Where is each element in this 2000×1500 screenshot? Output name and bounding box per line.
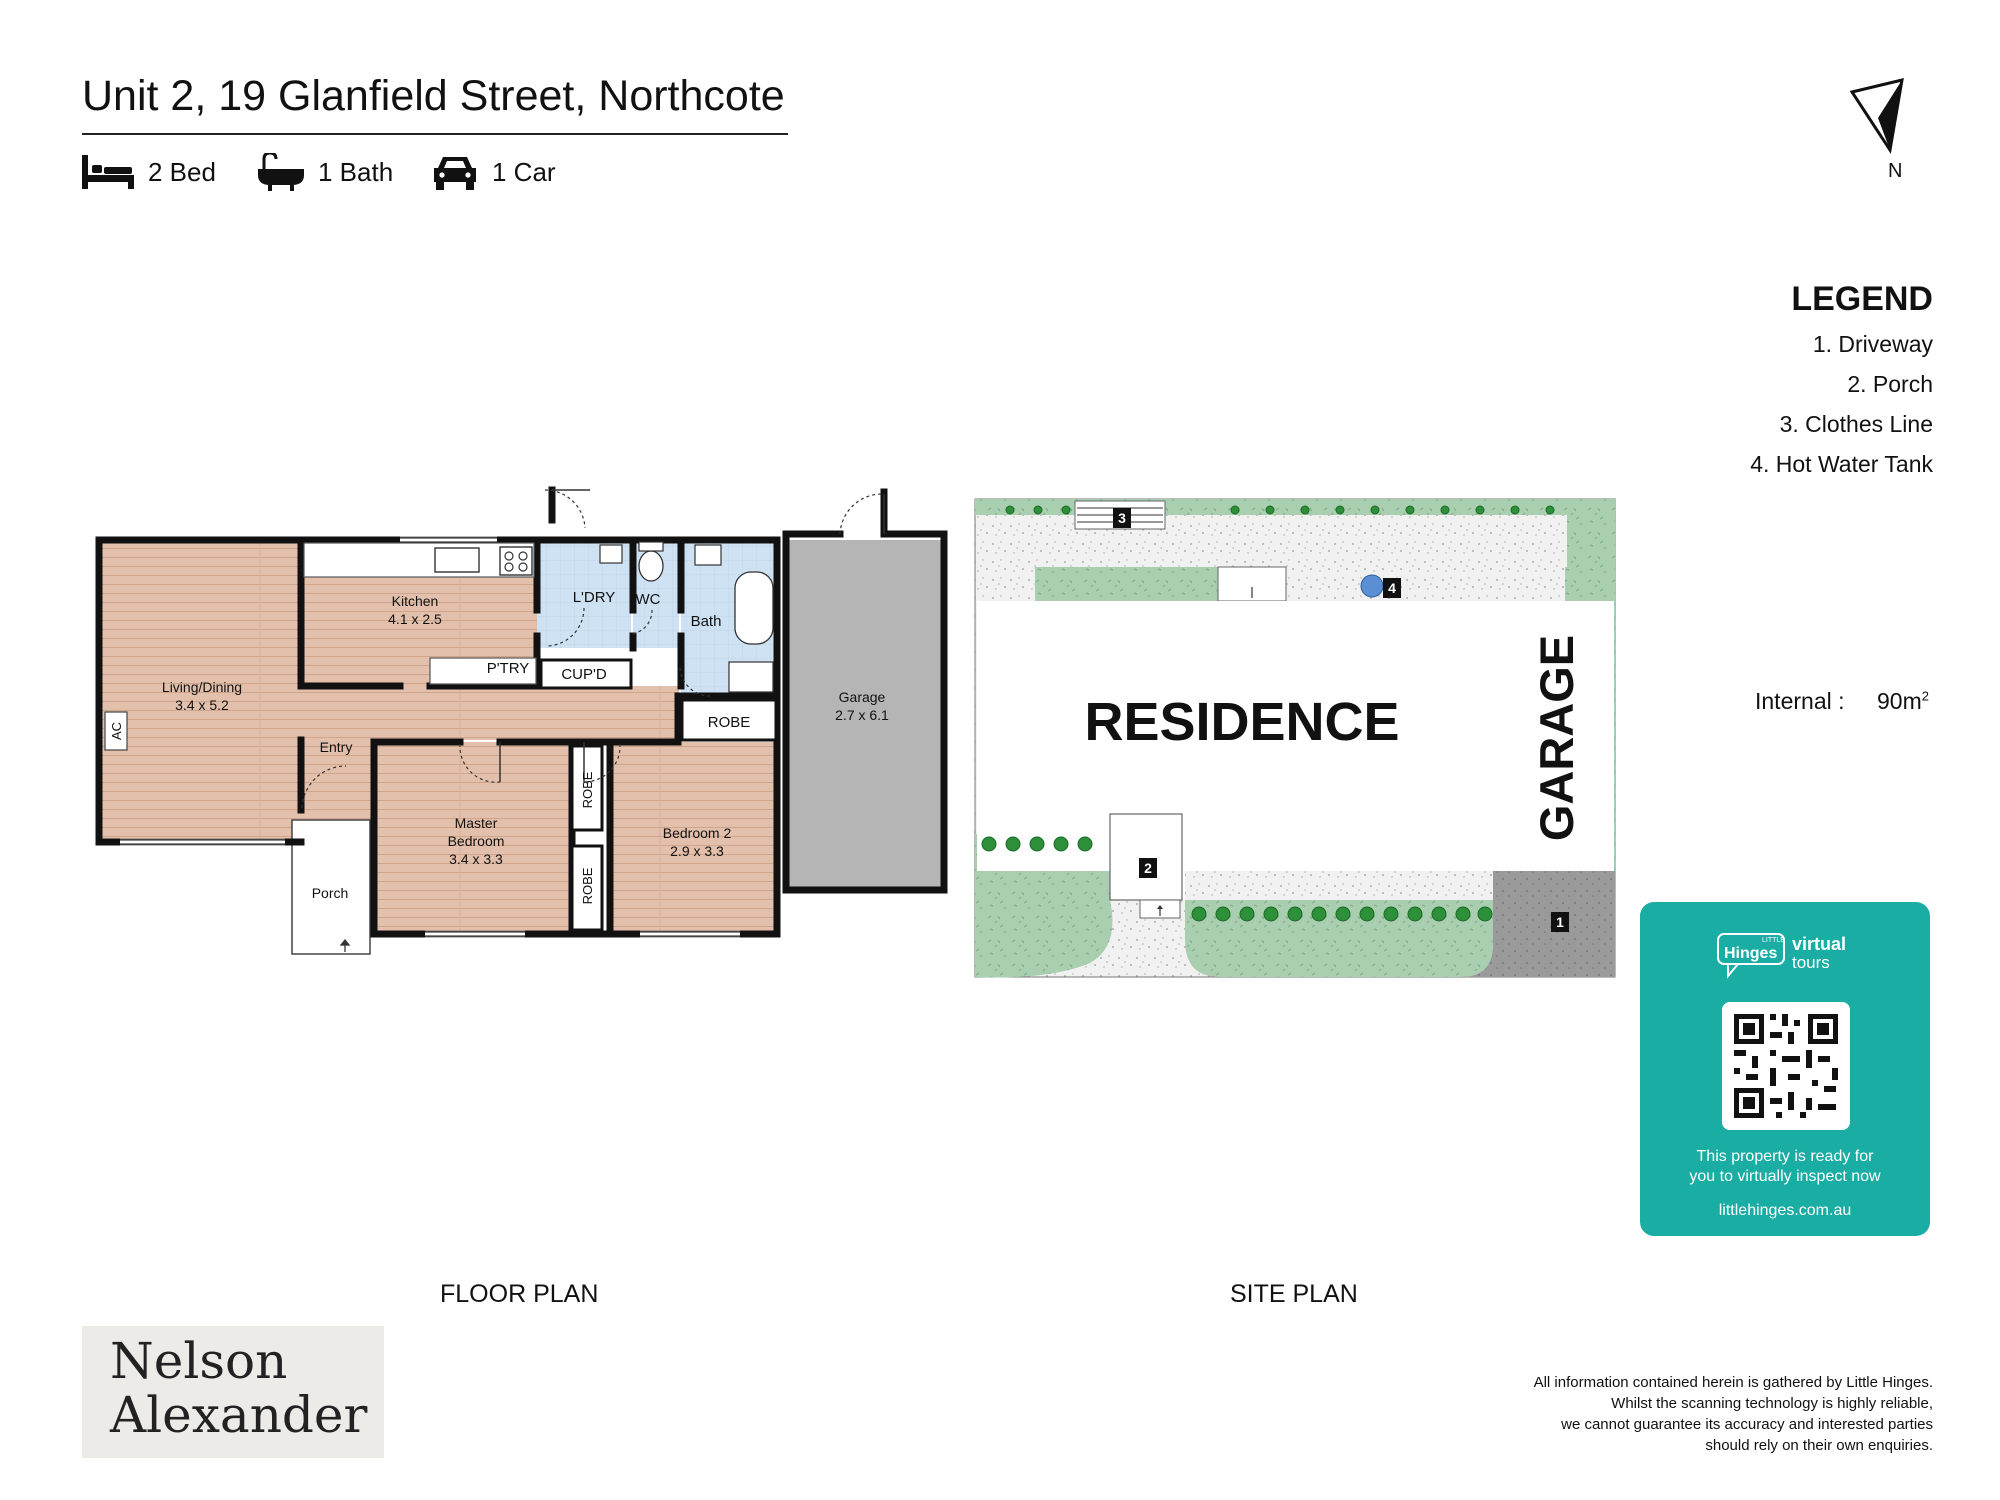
living-size: 3.4 x 5.2 [175, 697, 229, 713]
floor-plan: Kitchen 4.1 x 2.5 Living/Dining 3.4 x 5.… [95, 486, 948, 955]
page-title: Unit 2, 19 Glanfield Street, Northcote [82, 72, 785, 120]
residence-footprint [977, 601, 1491, 871]
virtual-tour-message-line-2: you to virtually inspect now [1689, 1168, 1881, 1185]
site-plan-caption: SITE PLAN [1230, 1280, 1358, 1308]
svg-text:virtual: virtual [1792, 934, 1846, 954]
garage-floor [786, 540, 944, 890]
robe-master-lower [570, 844, 604, 932]
garage-footprint [1491, 601, 1614, 871]
bedroom-2-size: 2.9 x 3.3 [670, 843, 724, 859]
lawn-back [1035, 567, 1218, 601]
bed-icon [82, 155, 134, 189]
bedroom-2-floor [610, 742, 778, 932]
nelson-alexander-logo [82, 1326, 384, 1458]
master-label-1: Master [455, 815, 498, 831]
robe-label-upper: ROBE [580, 771, 595, 808]
internal-area-label: Internal : [1755, 688, 1845, 714]
internal-area-value: 90m2 [1877, 688, 1929, 714]
laundry-label: L'DRY [573, 589, 616, 606]
porch-floor [291, 819, 371, 955]
qr-code[interactable] [1722, 1002, 1850, 1130]
cupboard [539, 658, 633, 690]
residence-label: RESIDENCE [1084, 692, 1399, 752]
car-icon [434, 157, 476, 190]
bed-feature: 2 Bed [82, 152, 216, 192]
nelson-alexander-logo-text: Nelson Alexander [110, 1332, 368, 1444]
bath-feature: 1 Bath [258, 152, 393, 192]
virtual-tour-url[interactable]: littlehinges.com.au [1718, 1202, 1852, 1219]
little-hinges-logo: LITTLE Hinges virtual tours [1717, 933, 1846, 979]
entry-label: Entry [320, 739, 353, 755]
living-label: Living/Dining [162, 679, 242, 695]
hallway-floor [301, 686, 679, 740]
north-label: N [1888, 160, 1903, 182]
pantry-label: P'TRY [487, 660, 530, 677]
disclaimer: All information contained herein is gath… [1533, 1374, 1933, 1454]
porch-footprint [1109, 813, 1183, 901]
virtual-tour-message-line-1: This property is ready for [1696, 1148, 1874, 1165]
robe-label-bedroom-2: ROBE [708, 714, 751, 731]
garage-site-label: GARAGE [1530, 635, 1583, 841]
master-label-2: Bedroom [448, 833, 505, 849]
bedroom-2-label: Bedroom 2 [663, 825, 732, 841]
svg-text:Hinges: Hinges [1724, 945, 1777, 962]
marker-porch: 2 [1144, 860, 1152, 876]
bed-count: 2 Bed [148, 156, 216, 187]
robe-master-upper [570, 744, 604, 832]
robe-bedroom-2 [680, 698, 778, 742]
car-count: 1 Car [492, 156, 556, 187]
north-arrow-icon [1850, 78, 1904, 155]
hot-water-tank [1360, 574, 1384, 598]
master-size: 3.4 x 3.3 [449, 851, 503, 867]
robe-label-lower: ROBE [580, 867, 595, 904]
bath-icon [258, 153, 304, 191]
svg-text:tours: tours [1792, 953, 1830, 972]
pantry-bench [429, 657, 537, 685]
car-feature: 1 Car [432, 152, 556, 192]
ac-unit [104, 711, 128, 751]
kitchen-label: Kitchen [392, 593, 439, 609]
svg-text:LITTLE: LITTLE [1762, 937, 1785, 944]
porch-label: Porch [312, 885, 349, 901]
kitchen-counter [303, 542, 535, 578]
marker-driveway: 1 [1556, 914, 1564, 930]
sink-icon [434, 547, 480, 573]
legend-item-hot-water-tank: 4. Hot Water Tank [1750, 451, 1933, 477]
legend-item-driveway: 1. Driveway [1812, 331, 1933, 357]
wc-label: WC [636, 591, 661, 608]
marker-clothes-line: 3 [1118, 510, 1126, 526]
toilet-icon [638, 550, 664, 582]
ac-label: AC [109, 722, 124, 740]
shower-icon [728, 661, 774, 693]
legend-title: LEGEND [1791, 280, 1933, 318]
bath-count: 1 Bath [318, 156, 394, 187]
marker-hot-water-tank: 4 [1388, 580, 1396, 596]
cooktop-icon [499, 546, 533, 576]
legend-item-porch: 2. Porch [1847, 371, 1933, 397]
basin-icon [694, 544, 722, 566]
legend-item-clothes-line: 3. Clothes Line [1779, 411, 1933, 437]
floor-plan-caption: FLOOR PLAN [440, 1280, 599, 1308]
bath-label: Bath [691, 613, 722, 630]
site-plan: RESIDENCE GARAGE 1 2 3 4 [974, 498, 1616, 978]
garage-size: 2.7 x 6.1 [835, 707, 889, 723]
title-divider [82, 133, 788, 135]
kitchen-size: 4.1 x 2.5 [388, 611, 442, 627]
cupboard-label: CUP'D [561, 666, 607, 683]
laundry-tub-icon [599, 544, 623, 564]
garage-label: Garage [839, 689, 886, 705]
bathtub-icon [734, 571, 774, 645]
living-dining-floor [99, 540, 301, 842]
master-bedroom-floor [374, 742, 572, 932]
